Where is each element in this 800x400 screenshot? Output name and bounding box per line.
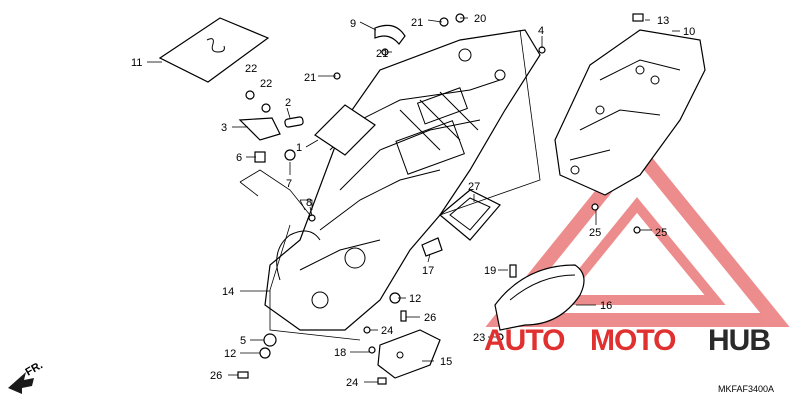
cowl-16 [494,264,585,331]
callout-12b: 12 [224,348,236,360]
watermark-triangle [485,138,790,327]
callout-21b: 21 [376,48,388,60]
front-arrow-icon [8,372,34,394]
fasteners [237,13,641,385]
rear-cover-10 [554,29,706,196]
leader-lines [147,17,680,383]
clip-13 [632,13,644,22]
side-panel-1 [314,104,376,156]
strap-9 [374,24,406,45]
callout-14: 14 [222,286,234,298]
callout-11: 11 [131,57,142,69]
callout-18: 18 [334,347,346,359]
callout-27: 27 [468,181,480,193]
pad-17 [421,237,443,257]
callout-25a: 25 [589,227,601,239]
callout-3: 3 [221,122,227,134]
group-brackets [239,29,541,341]
callout-20: 20 [474,13,486,25]
front-indicator: FR. [8,359,45,394]
callout-7: 7 [286,178,292,190]
callout-8: 8 [306,197,312,209]
callout-1: 1 [296,142,302,154]
callout-15: 15 [440,356,452,368]
callout-labels: 1 2 3 4 5 6 7 8 9 10 11 12 12 13 14 15 1… [131,13,695,389]
callout-17: 17 [422,265,434,277]
rear-fender-assembly [264,29,541,331]
watermark-moto: MOTO [590,324,676,357]
callout-6: 6 [236,152,242,164]
label-sheet-11 [158,17,270,83]
callout-24b: 24 [346,377,358,389]
callout-24a: 24 [381,325,393,337]
front-label: FR. [24,359,45,378]
watermark-auto: AUTO [484,324,565,357]
callout-12a: 12 [409,293,421,305]
callout-9: 9 [350,18,356,30]
callout-4: 4 [538,25,544,37]
watermark-logo: AUTO MOTO HUB [484,324,771,357]
callout-16: 16 [600,300,612,312]
callout-22b: 22 [260,78,272,90]
callout-22a: 22 [245,63,257,75]
watermark-hub: HUB [708,324,770,357]
callout-13: 13 [657,15,669,27]
callout-10: 10 [683,26,695,38]
callout-23: 23 [473,332,485,344]
tray-27 [439,189,501,241]
callout-5: 5 [240,335,246,347]
callout-25b: 25 [655,227,667,239]
callout-19: 19 [484,265,496,277]
callout-2: 2 [285,97,291,109]
diagram-code: MKFAF3400A [718,384,774,394]
hardware-cluster [238,90,304,163]
callout-21c: 21 [304,72,316,84]
bracket-15 [377,329,441,379]
callout-21a: 21 [411,17,423,29]
callout-26b: 26 [210,370,222,382]
callout-26a: 26 [424,312,436,324]
